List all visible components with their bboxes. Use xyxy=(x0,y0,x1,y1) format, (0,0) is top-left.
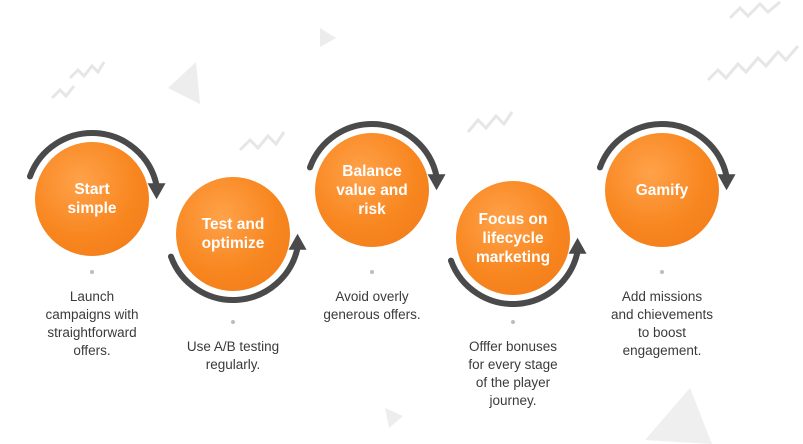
arrowhead-icon xyxy=(427,174,446,191)
triangle-decoration xyxy=(168,62,200,104)
step-title: Test and optimize xyxy=(201,216,265,252)
step-description: Avoid overly generous offers. xyxy=(323,289,421,322)
arrowhead-icon xyxy=(288,233,307,250)
step-circle: Balance value and risk xyxy=(315,133,429,247)
step-title: Focus on lifecycle marketing xyxy=(475,210,551,266)
step-circle: Gamify xyxy=(605,133,719,247)
cycle-arrow-arc xyxy=(596,121,730,180)
step-description: Launch campaigns with straightforward of… xyxy=(45,289,139,358)
zigzag-decoration xyxy=(50,85,76,100)
connector-dot xyxy=(660,270,664,274)
connector-dot xyxy=(511,320,515,324)
zigzag-decoration xyxy=(466,111,514,133)
step-description: Add missions and chievements to boost en… xyxy=(610,289,714,358)
connector-dot xyxy=(90,270,94,274)
triangle-decoration xyxy=(320,28,336,47)
step-circle: Focus on lifecycle marketing xyxy=(456,181,570,295)
cycle-arrow-arc xyxy=(447,248,581,307)
step-title: Balance value and risk xyxy=(336,162,408,218)
triangle-decoration xyxy=(645,388,712,444)
connector-dot xyxy=(231,320,235,324)
step-description: Use A/B testing regularly. xyxy=(186,339,280,372)
cycle-arrow-arc xyxy=(306,121,440,180)
cycle-arrow-arc xyxy=(26,130,160,189)
step-circle: Test and optimize xyxy=(176,177,290,291)
zigzag-decoration xyxy=(238,131,286,152)
cycle-arrow-arc xyxy=(167,244,301,303)
arrowhead-icon xyxy=(568,237,587,254)
triangle-decoration xyxy=(385,408,403,428)
step-title: Start simple xyxy=(67,181,117,217)
zigzag-decoration xyxy=(728,0,781,20)
arrowhead-icon xyxy=(717,174,736,191)
step-title: Gamify xyxy=(635,181,689,199)
step-circle: Start simple xyxy=(35,142,149,256)
zigzag-decoration xyxy=(706,45,800,82)
connector-dot xyxy=(370,270,374,274)
arrowhead-icon xyxy=(147,183,166,200)
step-description: Offfer bonuses for every stage of the pl… xyxy=(468,339,558,408)
zigzag-decoration xyxy=(68,61,106,80)
